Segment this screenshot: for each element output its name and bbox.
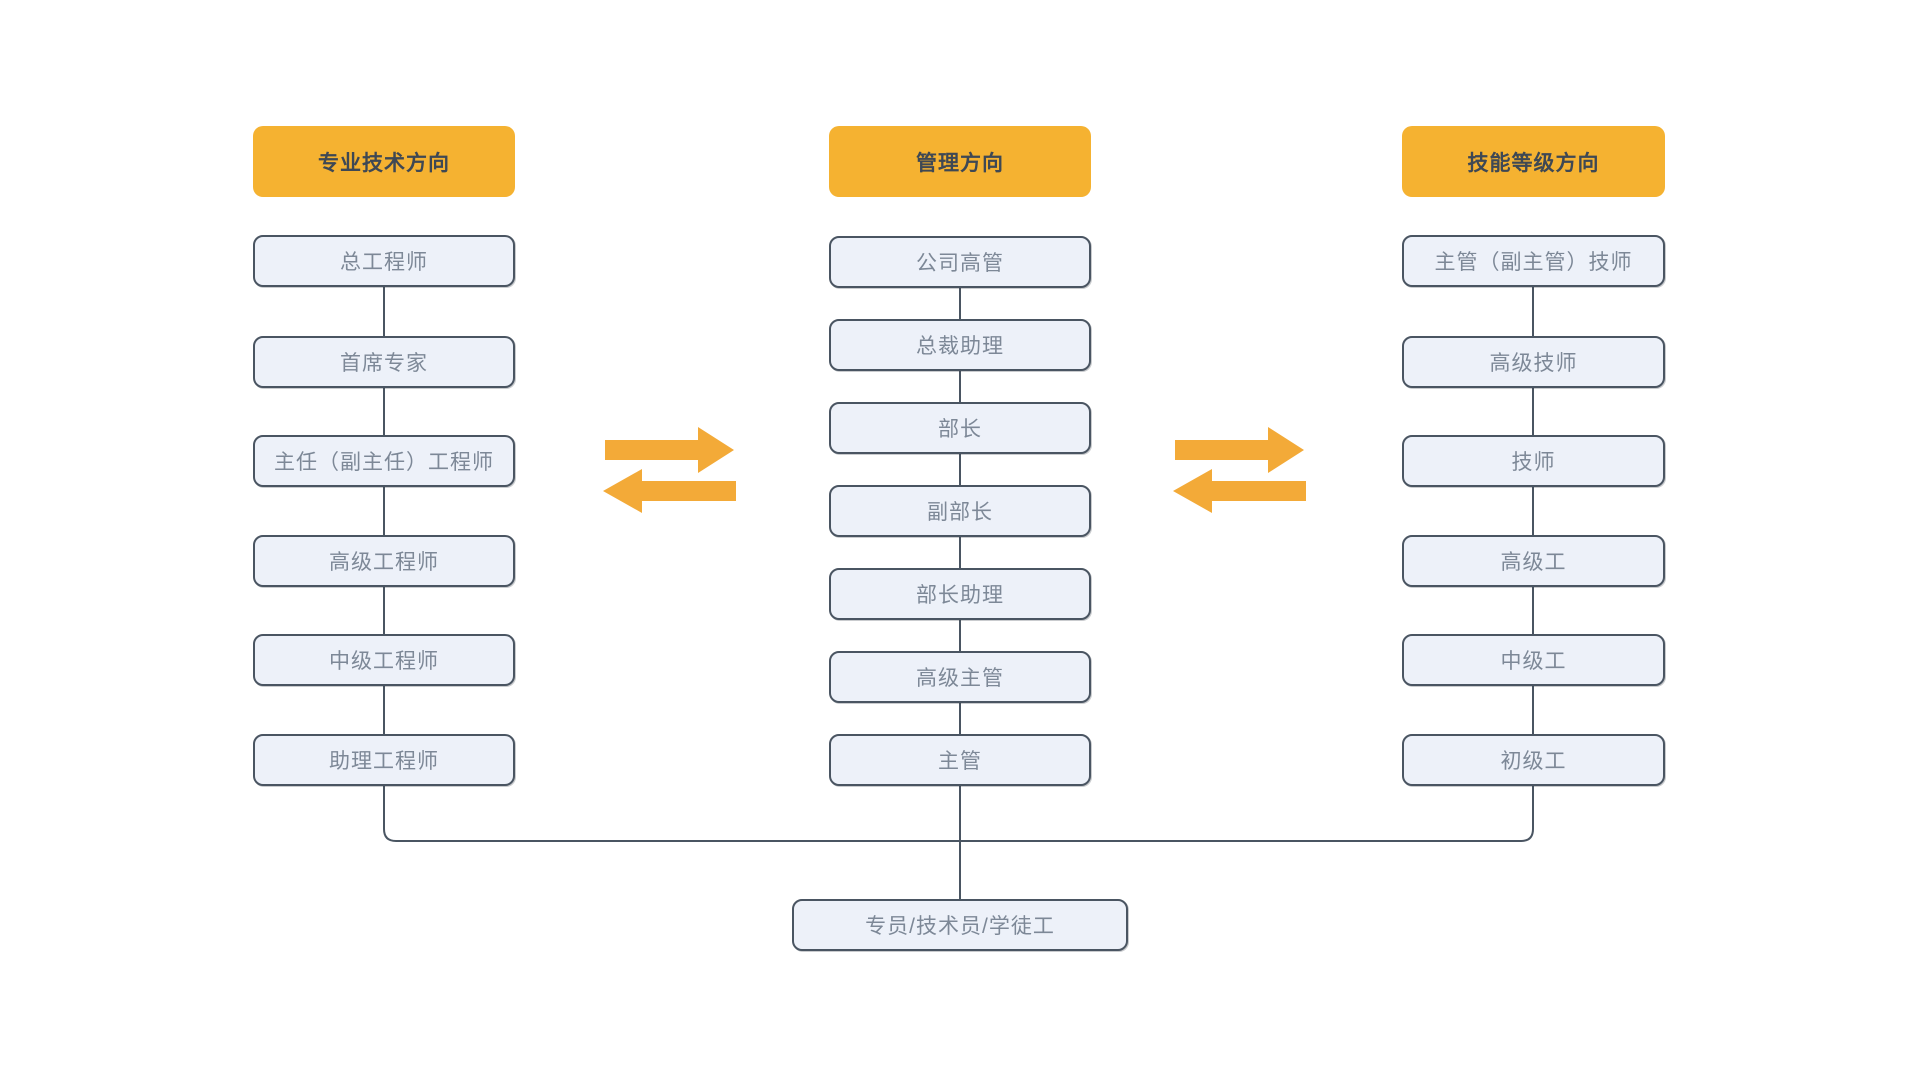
node-base-specialist: 专员/技术员/学徒工 <box>792 899 1128 951</box>
node-assistant-engineer: 助理工程师 <box>253 734 515 786</box>
node-supervisor-technician: 主管（副主管）技师 <box>1402 235 1665 287</box>
node-senior-supervisor: 高级主管 <box>829 651 1091 703</box>
node-chief-expert: 首席专家 <box>253 336 515 388</box>
node-senior-technician: 高级技师 <box>1402 336 1665 388</box>
node-senior-engineer: 高级工程师 <box>253 535 515 587</box>
node-department-head: 部长 <box>829 402 1091 454</box>
column-header-professional: 专业技术方向 <box>253 126 515 197</box>
node-supervisor: 主管 <box>829 734 1091 786</box>
exchange-arrows-right-icon <box>1173 427 1306 513</box>
arrow-left-icon <box>1173 469 1306 513</box>
node-intermediate-engineer: 中级工程师 <box>253 634 515 686</box>
exchange-arrows-left-icon <box>603 427 736 513</box>
column-header-skill-level: 技能等级方向 <box>1402 126 1665 197</box>
node-deputy-department-head: 副部长 <box>829 485 1091 537</box>
node-department-head-assistant: 部长助理 <box>829 568 1091 620</box>
node-president-assistant: 总裁助理 <box>829 319 1091 371</box>
arrow-right-icon <box>1175 427 1304 473</box>
node-chief-engineer: 总工程师 <box>253 235 515 287</box>
arrow-right-icon <box>605 427 734 473</box>
node-company-executive: 公司高管 <box>829 236 1091 288</box>
node-technician: 技师 <box>1402 435 1665 487</box>
node-intermediate-worker: 中级工 <box>1402 634 1665 686</box>
node-junior-worker: 初级工 <box>1402 734 1665 786</box>
column-header-management: 管理方向 <box>829 126 1091 197</box>
node-director-engineer: 主任（副主任）工程师 <box>253 435 515 487</box>
arrow-left-icon <box>603 469 736 513</box>
node-senior-worker: 高级工 <box>1402 535 1665 587</box>
merge-connector-line <box>383 260 1534 842</box>
